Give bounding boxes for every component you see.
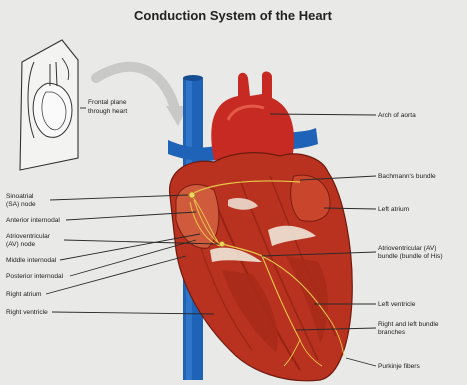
label-anterior-internodal: Anterior internodal bbox=[6, 217, 60, 224]
label-purkinje-fibers: Purkinje fibers bbox=[378, 363, 420, 370]
label-right-atrium: Right atrium bbox=[6, 291, 42, 298]
diagram-title: Conduction System of the Heart bbox=[134, 8, 333, 23]
label-right-ventricle: Right ventricle bbox=[6, 309, 48, 316]
sa-node bbox=[189, 192, 195, 198]
label-sa-node: Sinoatrial(SA) node bbox=[6, 193, 36, 208]
label-left-atrium: Left atrium bbox=[378, 206, 410, 213]
frontal-plane-inset bbox=[20, 40, 78, 170]
label-bachmanns-bundle: Bachmann's bundle bbox=[378, 173, 436, 180]
label-posterior-internodal: Posterior internodal bbox=[6, 273, 64, 280]
label-left-ventricle: Left ventricle bbox=[378, 301, 416, 308]
label-middle-internodal: Middle internodal bbox=[6, 257, 57, 264]
label-av-bundle: Atrioventricular (AV)bundle (bundle of H… bbox=[378, 245, 443, 260]
label-arch-of-aorta: Arch of aorta bbox=[378, 112, 416, 119]
